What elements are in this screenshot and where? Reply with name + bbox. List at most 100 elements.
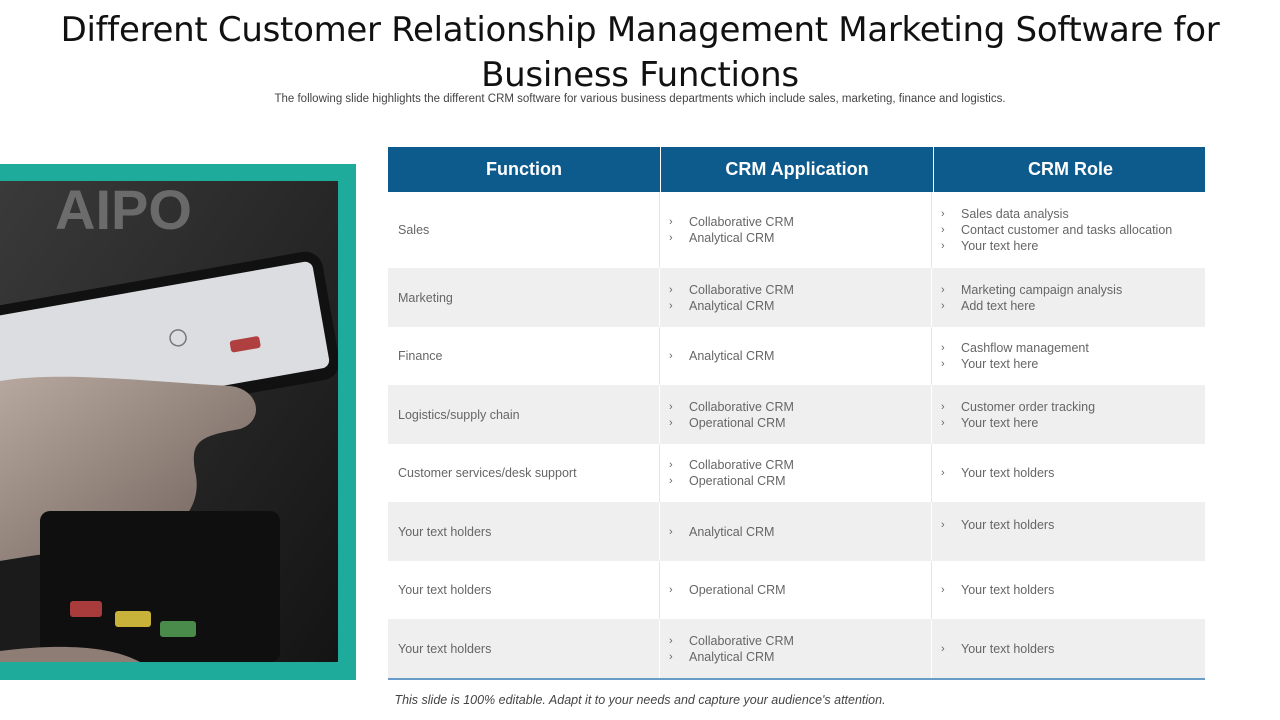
list-item-text: Operational CRM [689,415,786,430]
crm-application-cell: › Collaborative CRM › Operational CRM [660,444,932,502]
function-cell: Your text holders [388,502,660,561]
list-item-text: Operational CRM [689,474,786,488]
list-item: › Your text here [941,356,1205,372]
list-item-text: Collaborative CRM [689,215,794,229]
crm-role-cell: › Marketing campaign analysis›Add text he… [932,268,1205,327]
crm-application-cell: › Collaborative CRM › Analytical CRM [660,619,932,678]
list-item: ›Your text holders [941,465,1205,481]
list-item: › Collaborative CRM [669,457,931,473]
chevron-right-icon: › [941,208,945,220]
table-row: Customer services/desk support › Collabora… [388,444,1205,502]
chevron-right-icon: › [669,650,673,663]
crm-role-cell: ›Customer order tracking› Your text here [932,385,1205,444]
photo-logo-text: AIPO [55,181,192,241]
list-item: › Operational CRM [669,473,931,489]
chevron-right-icon: › [941,358,945,370]
chevron-right-icon: › [941,416,945,429]
table-row: Your text holders›Analytical CRM›Your te… [388,502,1205,561]
list-item: ›Analytical CRM [669,524,931,540]
list-item-text: Cashflow management [961,341,1089,355]
function-cell: Customer services/desk support [388,444,660,502]
function-cell: Logistics/supply chain [388,385,660,444]
slide-footer: This slide is 100% editable. Adapt it to… [394,693,886,707]
list-item-text: Collaborative CRM [689,633,794,648]
function-cell: Your text holders [388,619,660,678]
list-item-text: Your text holders [961,518,1055,532]
slide-subtitle: The following slide highlights the diffe… [274,93,1006,105]
list-item-text: Collaborative CRM [689,399,794,414]
crm-table: Function CRM Application CRM Role Sales›… [388,147,1205,680]
list-item: › Collaborative CRM [669,214,931,230]
card-payment-photo: AIPO [0,181,338,662]
chevron-right-icon: › [669,416,673,429]
header-crm-application: CRM Application [661,147,934,192]
list-item-text: Your text here [961,415,1039,430]
chevron-right-icon: › [941,642,945,655]
list-item-text: Your text holders [961,583,1055,597]
list-item-text: Analytical CRM [689,231,775,245]
list-item: ›Cashflow management [941,340,1205,356]
list-item-text: Your text holders [961,641,1055,656]
crm-application-cell: › Analytical CRM [660,327,932,385]
list-item: ›Add text here [941,298,1205,314]
chevron-right-icon: › [669,525,673,538]
table-row: Finance›Analytical CRM›Cashflow manageme… [388,327,1205,385]
list-item-text: Contact customer and tasks allocation [961,223,1173,237]
list-item: › Operational CRM [669,582,931,598]
list-item: › Collaborative CRM [669,633,931,649]
table-row: Sales›Collaborative CRM›Analytical CRM›S… [388,192,1205,268]
list-item: ›Your text holders [941,582,1205,598]
list-item: ›Collaborative CRM [669,282,931,298]
table-row: Marketing›Collaborative CRM›Analytical C… [388,268,1205,327]
crm-role-cell: ›Your text holders [932,444,1205,502]
table-row: Your text holders › Collaborative CRM › Anal… [388,619,1205,678]
function-cell: Sales [388,192,660,268]
chevron-right-icon: › [941,400,945,413]
function-cell: Your text holders [388,561,660,619]
crm-application-cell: › Collaborative CRM›Analytical CRM [660,192,932,268]
crm-role-cell: › Your text holders [932,619,1205,678]
list-item-text: Sales data analysis [961,207,1069,221]
chevron-right-icon: › [669,584,673,596]
slide-title: Different Customer Relationship Manageme… [60,10,1220,95]
list-item: › Your text holders [941,641,1205,657]
crm-role-cell: ›Your text holders [932,502,1205,561]
list-item-text: Marketing campaign analysis [961,282,1123,297]
list-item: ›Collaborative CRM [669,399,931,415]
list-item-text: Operational CRM [689,583,786,597]
list-item: › Sales data analysis [941,206,1205,222]
list-item: ›Your text holders [941,517,1205,533]
crm-role-cell: ›Cashflow management › Your text here [932,327,1205,385]
chevron-right-icon: › [669,216,673,228]
list-item: ›Customer order tracking [941,399,1205,415]
list-item-text: Add text here [961,298,1036,313]
function-cell: Marketing [388,268,660,327]
chevron-right-icon: › [941,240,945,252]
list-item: › Contact customer and tasks allocation [941,222,1205,238]
list-item-text: Analytical CRM [689,649,775,664]
chevron-right-icon: › [941,283,945,296]
list-item: ›Analytical CRM [669,230,931,246]
list-item-text: Your text here [961,357,1039,371]
crm-role-cell: ›Your text holders [932,561,1205,619]
chevron-right-icon: › [669,459,673,471]
list-item: › Marketing campaign analysis [941,282,1205,298]
chevron-right-icon: › [669,299,673,312]
list-item-text: Analytical CRM [689,298,775,313]
chevron-right-icon: › [669,475,673,487]
chevron-right-icon: › [941,224,945,236]
table-row: Logistics/supply chain›Collaborative CRM… [388,385,1205,444]
chevron-right-icon: › [669,350,673,362]
list-item: › Analytical CRM [669,298,931,314]
crm-role-cell: › Sales data analysis › Contact customer an… [932,192,1205,268]
list-item-text: Collaborative CRM [689,458,794,472]
chevron-right-icon: › [669,634,673,647]
header-function: Function [388,147,661,192]
crm-application-cell: ›Collaborative CRM› Analytical CRM [660,268,932,327]
list-item-text: Analytical CRM [689,349,775,363]
list-item-text: Your text holders [961,466,1055,480]
list-item-text: Collaborative CRM [689,282,794,297]
list-item: › Analytical CRM [669,649,931,665]
list-item: › Analytical CRM [669,348,931,364]
list-item: ›Your text here [941,238,1205,254]
